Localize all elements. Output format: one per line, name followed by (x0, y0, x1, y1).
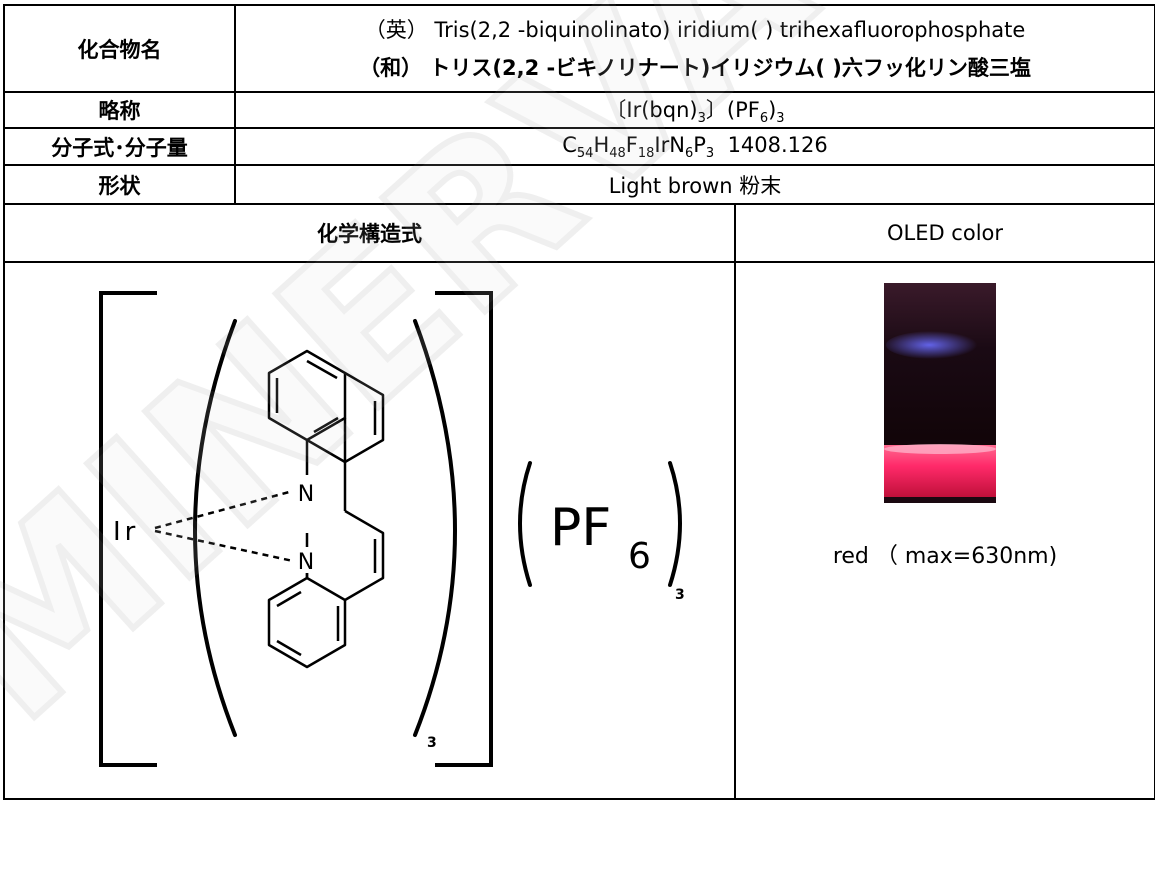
label-formula-weight: 分子式･分子量 (3, 127, 236, 166)
compound-name-cell: （英） Tris(2,2 -biquinolinato) iridium( ) … (234, 4, 1155, 93)
formula-el: P (693, 132, 706, 157)
formula-sub: 54 (576, 145, 594, 161)
counterion-subscript: 6 (628, 536, 651, 577)
abbr-sub2: 6 (759, 111, 769, 126)
label-appearance: 形状 (3, 164, 236, 205)
row-structure-images: N N Ir 3 PF 6 3 (3, 261, 1155, 800)
molecular-weight: 1408.126 (727, 132, 828, 157)
coordination-bonds (154, 489, 294, 563)
left-parenthesis (193, 319, 237, 737)
iridium-label: Ir (113, 517, 139, 547)
n-bottom-bg (295, 547, 317, 573)
oled-caption: red （ max=630nm) (832, 544, 1058, 569)
row-appearance: 形状 Light brown 粉末 (3, 164, 1155, 205)
row-formula-weight: 分子式･分子量 C54H48F18IrN6P3 1408.126 (3, 127, 1155, 166)
label-compound-name: 化合物名 (3, 4, 236, 93)
formula-sub: 3 (705, 145, 715, 161)
abbr-part3: ) (768, 98, 777, 122)
formula-sub: 6 (684, 145, 694, 161)
chemical-structure-drawing: N N Ir 3 PF 6 3 (99, 291, 685, 767)
row-compound-name: 化合物名 （英） Tris(2,2 -biquinolinato) iridiu… (3, 4, 1155, 93)
formula-value: C54H48F18IrN6P3 1408.126 (234, 127, 1155, 166)
formula-sub: 18 (637, 145, 655, 161)
counterion-label: PF (550, 498, 611, 558)
row-abbreviation: 略称 〔Ir(bqn)3〕(PF6)3 (3, 91, 1155, 129)
abbreviation-value: 〔Ir(bqn)3〕(PF6)3 (234, 91, 1155, 129)
appearance-value: Light brown 粉末 (234, 164, 1155, 205)
label-structure: 化学構造式 (3, 203, 736, 263)
label-oled-color: OLED color (734, 203, 1155, 263)
left-square-bracket (99, 291, 157, 767)
biquinoline-ligand (267, 349, 385, 669)
label-abbreviation: 略称 (3, 91, 236, 129)
counterion-left-paren (518, 461, 532, 587)
inner-subscript: 3 (427, 735, 437, 751)
nitrogen-bottom-label: N (298, 550, 314, 575)
abbr-part2: 〕(PF (705, 98, 760, 122)
counterion-outer-subscript: 3 (675, 587, 685, 603)
n-top-bg (295, 479, 317, 505)
row-section-headers: 化学構造式 OLED color (3, 203, 1155, 263)
name-english: （英） Tris(2,2 -biquinolinato) iridium( ) … (364, 17, 1026, 42)
counterion-right-paren (668, 461, 682, 587)
formula-el: H (593, 132, 610, 157)
formula-el: IrN (654, 132, 685, 157)
formula-el: F (625, 132, 638, 157)
right-square-bracket (435, 291, 493, 767)
abbr-part1: 〔Ir(bqn) (605, 98, 698, 122)
formula-sub: 48 (609, 145, 626, 161)
spec-table: 化合物名 （英） Tris(2,2 -biquinolinato) iridiu… (3, 4, 1155, 800)
abbr-sub3: 3 (776, 111, 785, 126)
right-parenthesis (413, 319, 457, 737)
abbr-sub1: 3 (697, 111, 706, 126)
nitrogen-top-label: N (298, 482, 314, 507)
name-japanese: （和） トリス(2,2 -ビキノリナート)イリジウム( )六フッ化リン酸三塩 (359, 55, 1031, 80)
oled-vial-photo (884, 283, 996, 503)
oled-cell: red （ max=630nm) (734, 261, 1155, 800)
formula-el: C (562, 132, 577, 157)
structure-cell: N N Ir 3 PF 6 3 (3, 261, 736, 800)
